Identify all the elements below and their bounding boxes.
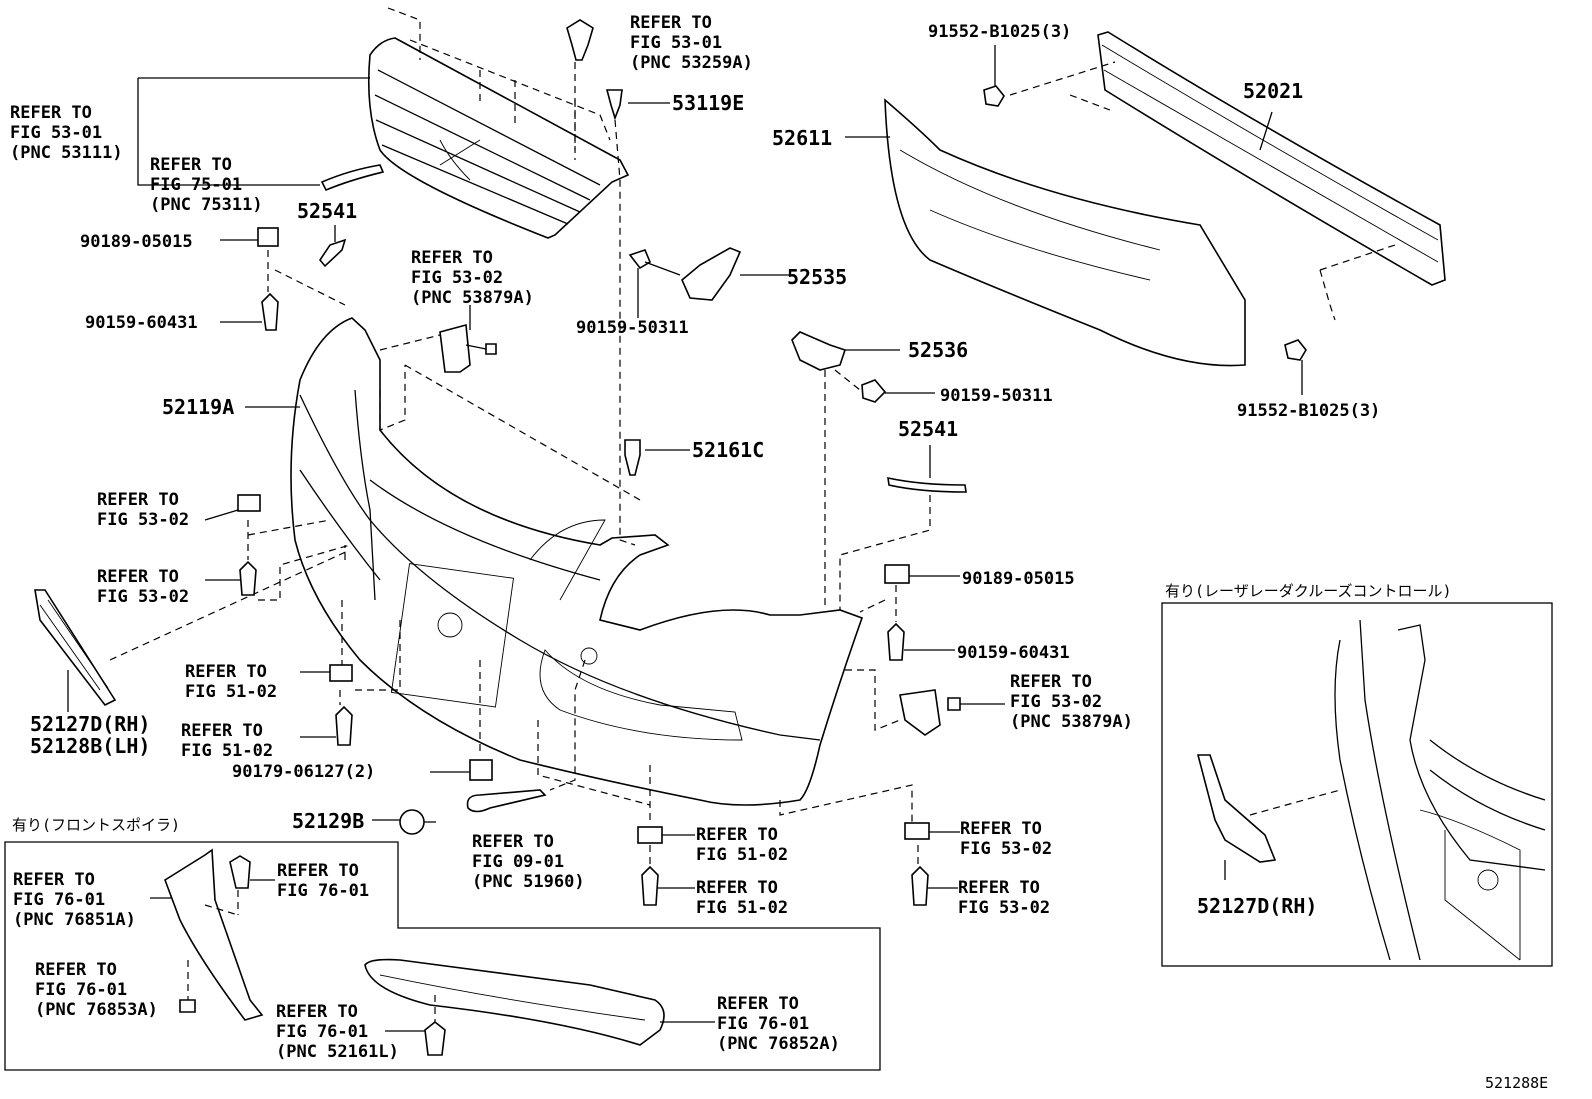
part-90159-60431-right: 90159-60431 bbox=[957, 643, 1070, 663]
refer-76-01-76853A: REFER TO FIG 76-01 (PNC 76853A) bbox=[35, 960, 158, 1020]
refer-53-01-53111: REFER TO FIG 53-01 (PNC 53111) bbox=[10, 103, 123, 163]
refer-53-02-d: REFER TO FIG 53-02 bbox=[958, 878, 1051, 918]
refer-51-02-c: REFER TO FIG 51-02 bbox=[696, 825, 789, 865]
refer-75-01: REFER TO FIG 75-01 (PNC 75311) bbox=[150, 155, 263, 215]
refer-76-01-76852A: REFER TO FIG 76-01 (PNC 76852A) bbox=[717, 994, 840, 1054]
part-52129B: 52129B bbox=[292, 809, 365, 833]
refer-09-01: REFER TO FIG 09-01 (PNC 51960) bbox=[472, 832, 585, 892]
refer-53-02-a: REFER TO FIG 53-02 bbox=[97, 490, 190, 530]
part-52535: 52535 bbox=[787, 265, 848, 289]
part-52541-right: 52541 bbox=[898, 417, 959, 441]
part-52611: 52611 bbox=[772, 126, 833, 150]
part-52021: 52021 bbox=[1243, 79, 1304, 103]
refer-51-02-d: REFER TO FIG 51-02 bbox=[696, 878, 789, 918]
refer-53-02-b: REFER TO FIG 53-02 bbox=[97, 567, 190, 607]
cruise-inset bbox=[1161, 602, 1553, 967]
refer-76-01-52161L: REFER TO FIG 76-01 (PNC 52161L) bbox=[276, 1002, 399, 1062]
part-52127D-52128B: 52127D(RH) 52128B(LH) bbox=[30, 712, 151, 758]
spoiler-caption: 有り(フロントスポイラ) bbox=[12, 816, 181, 834]
refer-76-01-a: REFER TO FIG 76-01 bbox=[277, 861, 370, 901]
part-52536: 52536 bbox=[908, 338, 969, 362]
radiator-grille bbox=[367, 7, 630, 239]
part-90159-50311-left: 90159-50311 bbox=[576, 318, 689, 338]
part-52161C: 52161C bbox=[692, 438, 765, 462]
cruise-caption: 有り(レーザレーダクルーズコントロール) bbox=[1165, 582, 1452, 600]
refer-53-02-53879A-left: REFER TO FIG 53-02 (PNC 53879A) bbox=[411, 248, 534, 308]
part-52119A: 52119A bbox=[162, 395, 235, 419]
part-52127D-rh: 52127D(RH) bbox=[1197, 894, 1318, 918]
part-90159-50311-right: 90159-50311 bbox=[940, 386, 1053, 406]
bumper-cover bbox=[290, 317, 864, 806]
refer-53-02-c: REFER TO FIG 53-02 bbox=[960, 819, 1053, 859]
refer-53-01-53259A: REFER TO FIG 53-01 (PNC 53259A) bbox=[630, 13, 753, 73]
spoiler-box bbox=[4, 841, 881, 1071]
part-91552-top: 91552-B1025(3) bbox=[928, 22, 1072, 42]
refer-51-02-b: REFER TO FIG 51-02 bbox=[181, 721, 274, 761]
figure-id: 521288E bbox=[1485, 1074, 1549, 1092]
refer-51-02-a: REFER TO FIG 51-02 bbox=[185, 662, 278, 702]
part-90159-60431-left: 90159-60431 bbox=[85, 313, 198, 333]
refer-53-02-53879A-right: REFER TO FIG 53-02 (PNC 53879A) bbox=[1010, 672, 1133, 732]
part-90179: 90179-06127(2) bbox=[232, 762, 376, 782]
part-90189-right: 90189-05015 bbox=[962, 569, 1075, 589]
part-53119E: 53119E bbox=[672, 91, 745, 115]
part-52541-left: 52541 bbox=[297, 199, 358, 223]
part-91552-bottom: 91552-B1025(3) bbox=[1237, 401, 1381, 421]
refer-76-01-76851A: REFER TO FIG 76-01 (PNC 76851A) bbox=[13, 870, 136, 930]
part-90189-left: 90189-05015 bbox=[80, 232, 193, 252]
